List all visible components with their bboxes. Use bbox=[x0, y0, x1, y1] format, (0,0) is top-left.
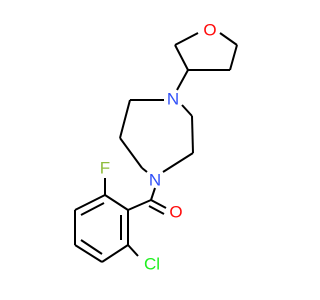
bond-diaz-c4-c5 bbox=[191, 115, 194, 154]
bond-ar-c2-c3 bbox=[74, 194, 106, 211]
atom-label-oxygen-carbonyl: O bbox=[169, 203, 182, 222]
bond-thf-c4-o bbox=[174, 32, 199, 46]
bond-ar-c4-c5 bbox=[74, 244, 103, 263]
bond-thf-c3-c4 bbox=[174, 44, 189, 71]
atom-label-chlorine: Cl bbox=[144, 255, 160, 274]
bond-carbonyl-c-to-ring bbox=[127, 199, 152, 211]
bond-diaz-n2-c4 bbox=[162, 152, 194, 173]
bond-ar-inner-1 bbox=[80, 202, 105, 216]
bond-ar-c5-c6 bbox=[101, 244, 129, 263]
bond-thf-to-n bbox=[176, 69, 189, 91]
bond-ar-c1-c2 bbox=[104, 194, 129, 211]
bond-diaz-c1-c2 bbox=[119, 99, 131, 139]
bond-diaz-c5-n1 bbox=[181, 104, 193, 117]
diazepane-ring bbox=[119, 99, 194, 173]
benzene-ring bbox=[74, 194, 129, 263]
bond-thf-o-c1 bbox=[219, 32, 238, 46]
bond-carbonyl-double-b bbox=[148, 205, 165, 215]
bond-carbonyl-double-a bbox=[150, 199, 167, 209]
atom-label-oxygen-ring: O bbox=[203, 21, 216, 40]
bond-thf-c1-c2 bbox=[229, 44, 238, 71]
atom-label-nitrogen-top: N bbox=[167, 90, 179, 109]
atom-label-nitrogen-bottom: N bbox=[149, 171, 161, 190]
bond-ar-inner-2 bbox=[80, 239, 103, 255]
bond-diaz-c2-c3 bbox=[119, 137, 143, 169]
molecule-structure: O N N O F Cl bbox=[74, 20, 238, 274]
bond-ar-to-cl bbox=[127, 244, 139, 257]
amide-group bbox=[127, 187, 167, 215]
atom-label-fluorine: F bbox=[100, 159, 110, 178]
bond-diaz-c3-n2 bbox=[141, 167, 148, 173]
tetrahydrofuran-ring bbox=[174, 32, 238, 71]
bond-n-to-carbonyl-c bbox=[150, 187, 156, 201]
